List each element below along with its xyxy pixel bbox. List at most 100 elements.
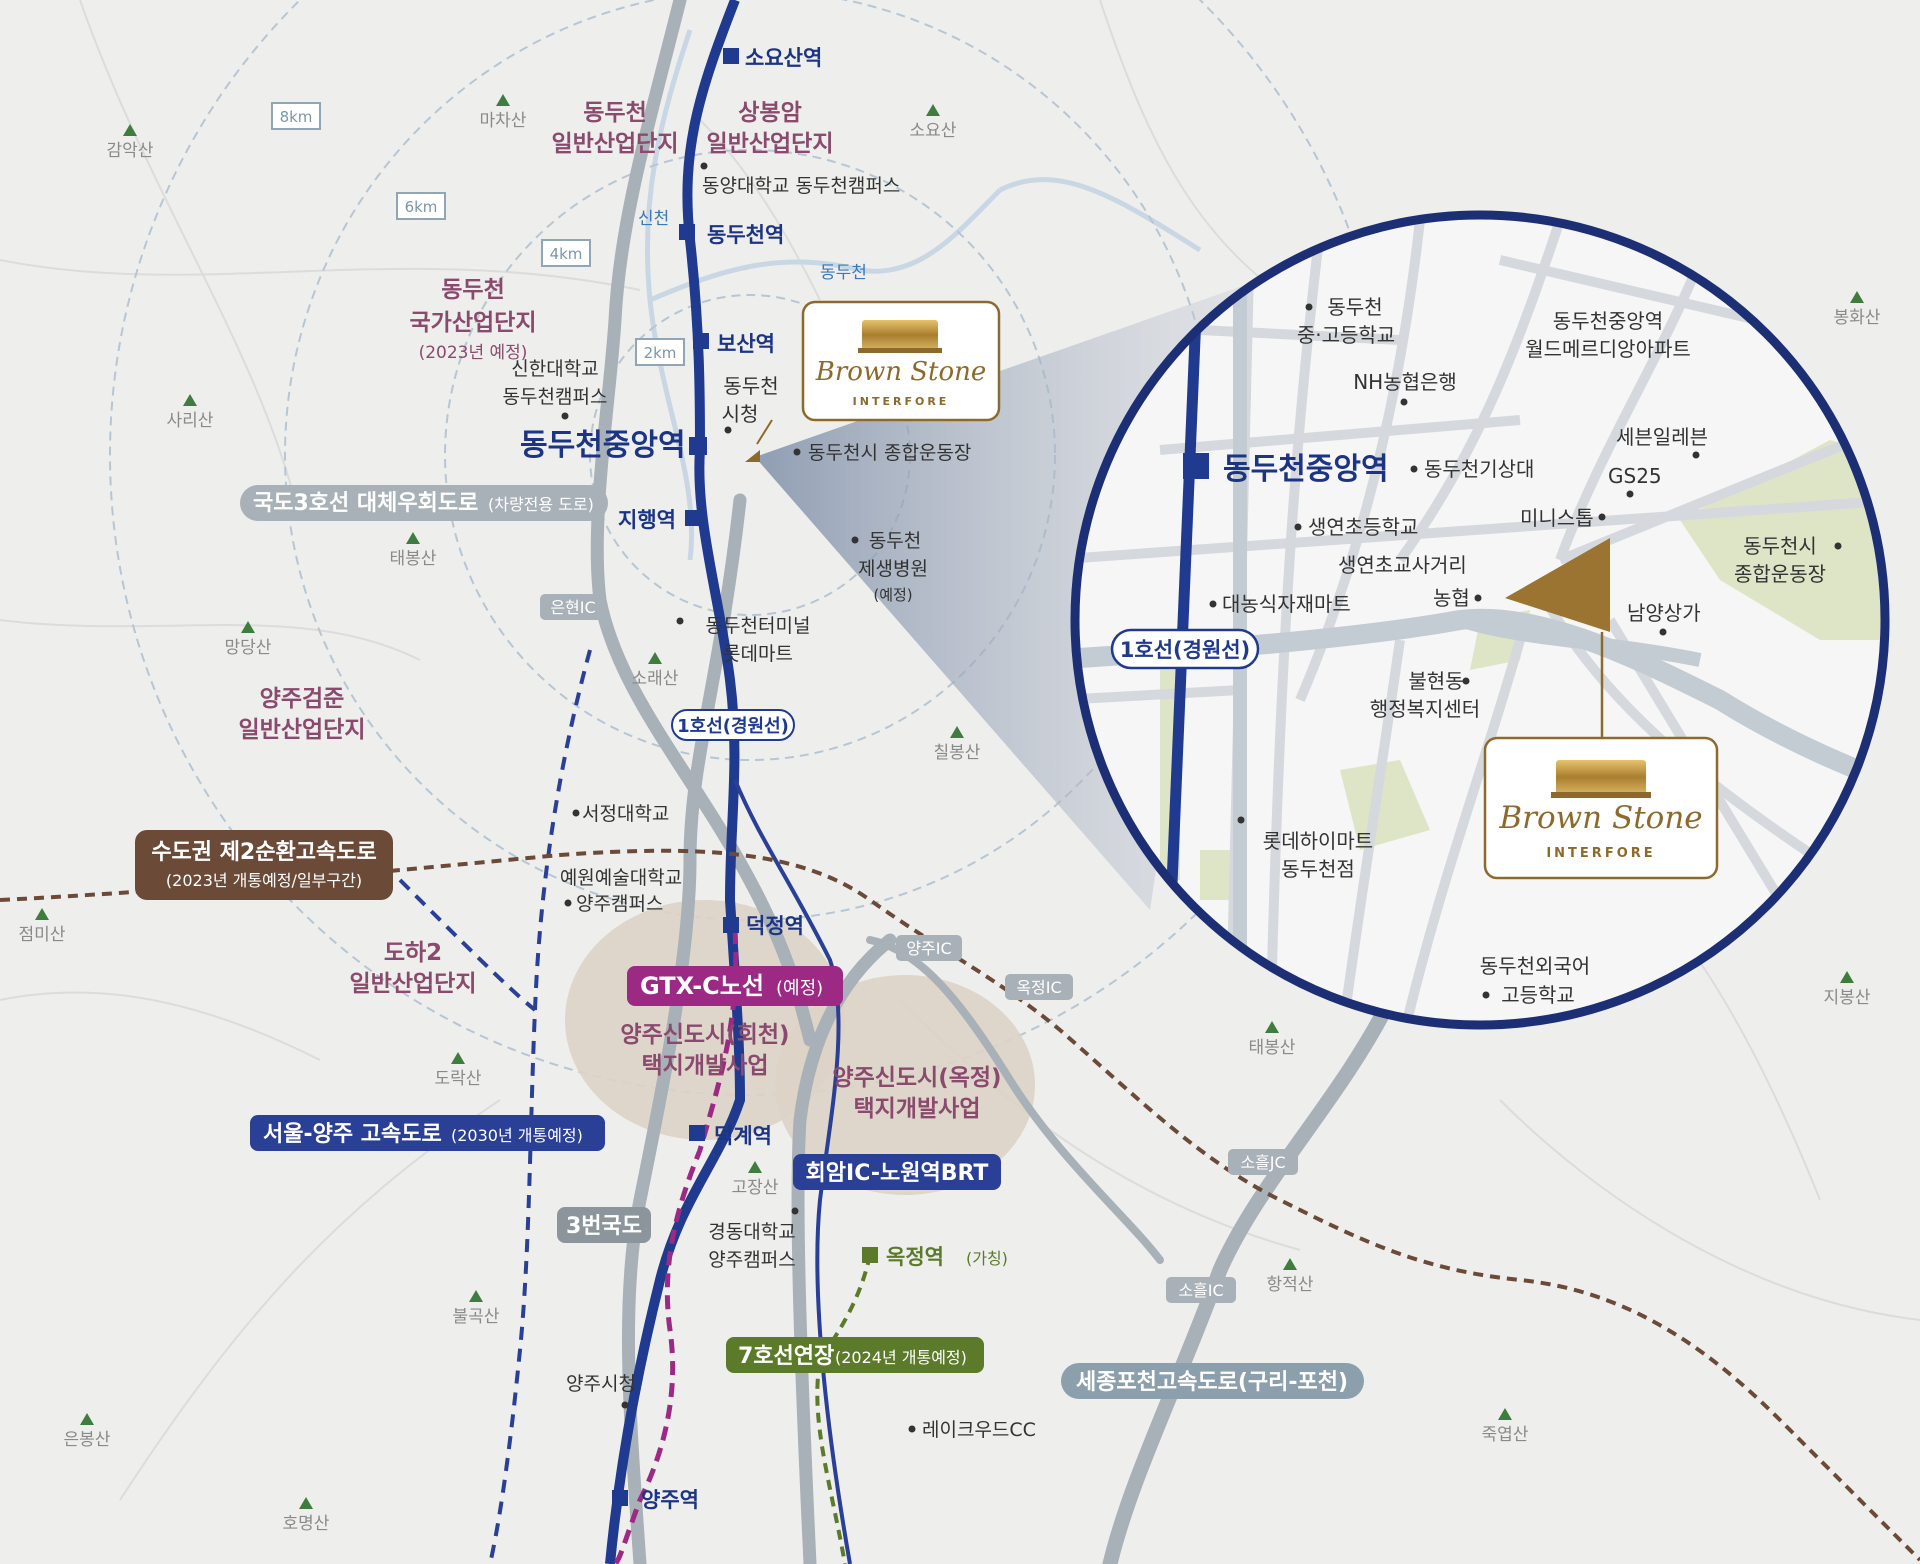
label-seoul-yangju-sub: (2030년 개통예정) [451,1126,583,1145]
poi-terminal-2: 롯데마트 [723,643,793,665]
river-sincheon: 신천 [638,209,669,229]
brand-sub: INTERFORE [853,395,950,408]
zone-yangju-geomjun-1: 양주검준 [260,686,345,712]
mountain-label: 도락산 [435,1069,482,1089]
zone-doha2-1: 도하2 [384,940,442,966]
station-okjeong: 옥정역 [886,1245,944,1269]
poi-seojeong: 서정대학교 [582,803,669,825]
inset-map: 동두천 중·고등학교 동두천중앙역 월드메르디앙아파트 NH농협은행 동두천중앙… [1070,210,1890,1030]
poi-kyungdong-2: 양주캠퍼스 [708,1249,795,1271]
rivers [644,29,1202,561]
station-bosan: 보산역 [717,332,775,356]
mountain-label: 소래산 [632,669,679,689]
mountain-label: 지봉산 [1824,988,1871,1008]
poi-hospital-3: (예정) [873,586,912,604]
inset-lotte-2: 동두천점 [1281,857,1355,881]
mountain-icon [1840,971,1854,983]
poi-cityhall-1: 동두천 [723,374,778,398]
zone-okjeong-1: 양주신도시(옥정) [832,1065,1001,1091]
poi-labels: 동양대학교 동두천캠퍼스 신한대학교 동두천캠퍼스 동두천 시청 동두천시 종합… [503,162,1036,1441]
poi-cityhall-2: 시청 [722,402,759,426]
mountain-icon [926,104,940,116]
label-line7: 7호선연장 [738,1344,834,1369]
label-sejong-pocheon: 세종포천고속도로(구리-포천) [1076,1370,1348,1395]
zone-doha2-2: 일반산업단지 [350,971,477,997]
mountain-icon [299,1497,313,1509]
mountain-icon [469,1290,483,1302]
zone-hoecheon-1: 양주신도시(회천) [620,1022,789,1048]
site-marker: Brown Stone INTERFORE [745,300,1001,462]
ic-eunhyeon: 은현IC [550,598,595,617]
mountain-label: 항적산 [1267,1275,1314,1295]
station-dongducheon: 동두천역 [707,223,784,247]
zone-national-2: 국가산업단지 [410,310,537,336]
mountain-label: 망당산 [225,638,272,658]
mountain-icon [496,94,510,106]
mountain-icon [183,394,197,406]
zone-labels: 동두천 일반산업단지 상봉암 일반산업단지 동두천 국가산업단지 (2023년 … [239,100,1002,1122]
mountain-icon [1283,1258,1297,1270]
inset-apt-1: 동두천중앙역 [1553,309,1663,333]
ic-yangju: 양주IC [906,939,951,958]
station-jihaeng: 지행역 [618,508,676,532]
zone-national-1: 동두천 [441,277,504,303]
poi-dongyang-univ: 동양대학교 동두천캠퍼스 [702,175,900,197]
station-yangju: 양주역 [641,1488,699,1512]
inset-school1-2: 중·고등학교 [1297,323,1395,347]
line1-track [605,0,746,1564]
label-route3: 3번국도 [566,1214,642,1239]
jc-soheul: 소흘JC [1240,1153,1285,1172]
inset-lotte-1: 롯데하이마트 [1263,829,1373,853]
mountain-label: 죽엽산 [1482,1425,1529,1445]
ic-okjeong: 옥정IC [1016,978,1061,997]
inset-station: 동두천중앙역 [1223,452,1389,487]
distance-4km: 4km [550,245,583,263]
label-line1: 1호선(경원선) [677,716,789,737]
mountain-icon [35,908,49,920]
zone-dongducheon-ind-1: 동두천 [583,100,646,126]
zone-national-3: (2023년 예정) [419,343,528,363]
mountain-icon [1265,1021,1279,1033]
zone-yangju-geomjun-2: 일반산업단지 [239,717,366,743]
line7-track [815,1254,872,1564]
inset-saengyeon: 생연초등학교 [1308,515,1418,539]
poi-lakewood: 레이크우드CC [922,1419,1036,1441]
ring2-track [0,848,1920,1562]
mountain-label: 소요산 [910,121,957,141]
poi-yangju-cityhall: 양주시청 [566,1373,636,1395]
mountain-icon [648,652,662,664]
mountain-icon [406,532,420,544]
inset-namyang: 남양상가 [1627,601,1701,625]
label-line7-sub: (2024년 개통예정) [835,1348,967,1367]
inset-ministop: 미니스톱 [1520,506,1594,530]
label-ring2-sub: (2023년 개통예정/일부구간) [166,871,362,890]
river-dongducheon: 동두천 [820,263,867,283]
inset-sports-2: 종합운동장 [1734,562,1826,586]
mountain-label: 칠봉산 [934,743,981,763]
station-dongducheon-jungang: 동두천중앙역 [520,428,686,463]
route-labels: 국도3호선 대체우회도로 (차량전용 도로) 1호선(경원선) 수도권 제2순환… [135,485,1364,1399]
label-route3-bypass-sub: (차량전용 도로) [488,495,594,514]
inset-foreign-2: 고등학교 [1501,983,1575,1007]
brt-track [733,779,852,1564]
poi-hospital-2: 제생병원 [858,558,928,580]
mountain-label: 사리산 [167,411,214,431]
inset-daenong: 대농식자재마트 [1222,592,1351,616]
poi-yewon-2: 양주캠퍼스 [576,893,663,915]
station-okjeong-sub: (가칭) [966,1249,1008,1268]
inset-weather: 동두천기상대 [1424,457,1534,481]
poi-hospital-1: 동두천 [869,530,921,552]
ic-badges: 은현IC 양주IC 옥정IC 소흘JC 소흘IC [540,594,1298,1303]
zone-hoecheon-2: 택지개발사업 [642,1053,769,1079]
inset-bulhyeon-1: 불현동 [1408,669,1463,693]
brand-name: Brown Stone [815,357,987,387]
inset-brand-name: Brown Stone [1498,800,1702,836]
distance-6km: 6km [405,198,438,216]
mountain-label: 봉화산 [1834,308,1881,328]
zone-okjeong-2: 택지개발사업 [854,1096,981,1122]
poi-yewon-1: 예원예술대학교 [560,867,682,889]
inset-brand-sub: INTERFORE [1546,846,1655,861]
mountain-icon [123,124,137,136]
poi-shinhan-2: 동두천캠퍼스 [503,386,608,408]
